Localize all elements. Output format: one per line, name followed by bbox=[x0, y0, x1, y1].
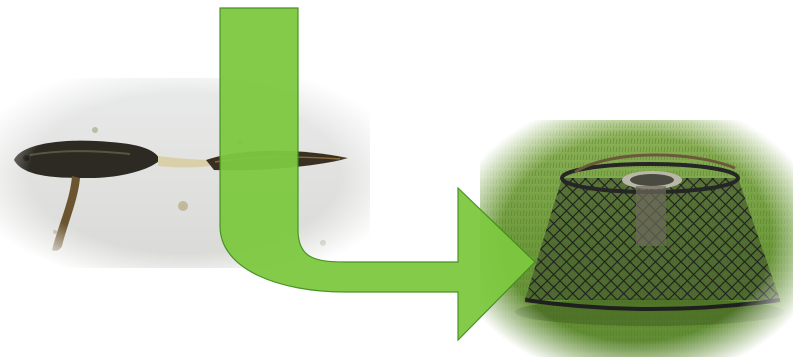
funnel-trap-photo bbox=[480, 120, 793, 357]
newt-photo-overlap bbox=[210, 88, 310, 268]
newt-specimen-photo bbox=[0, 78, 370, 268]
